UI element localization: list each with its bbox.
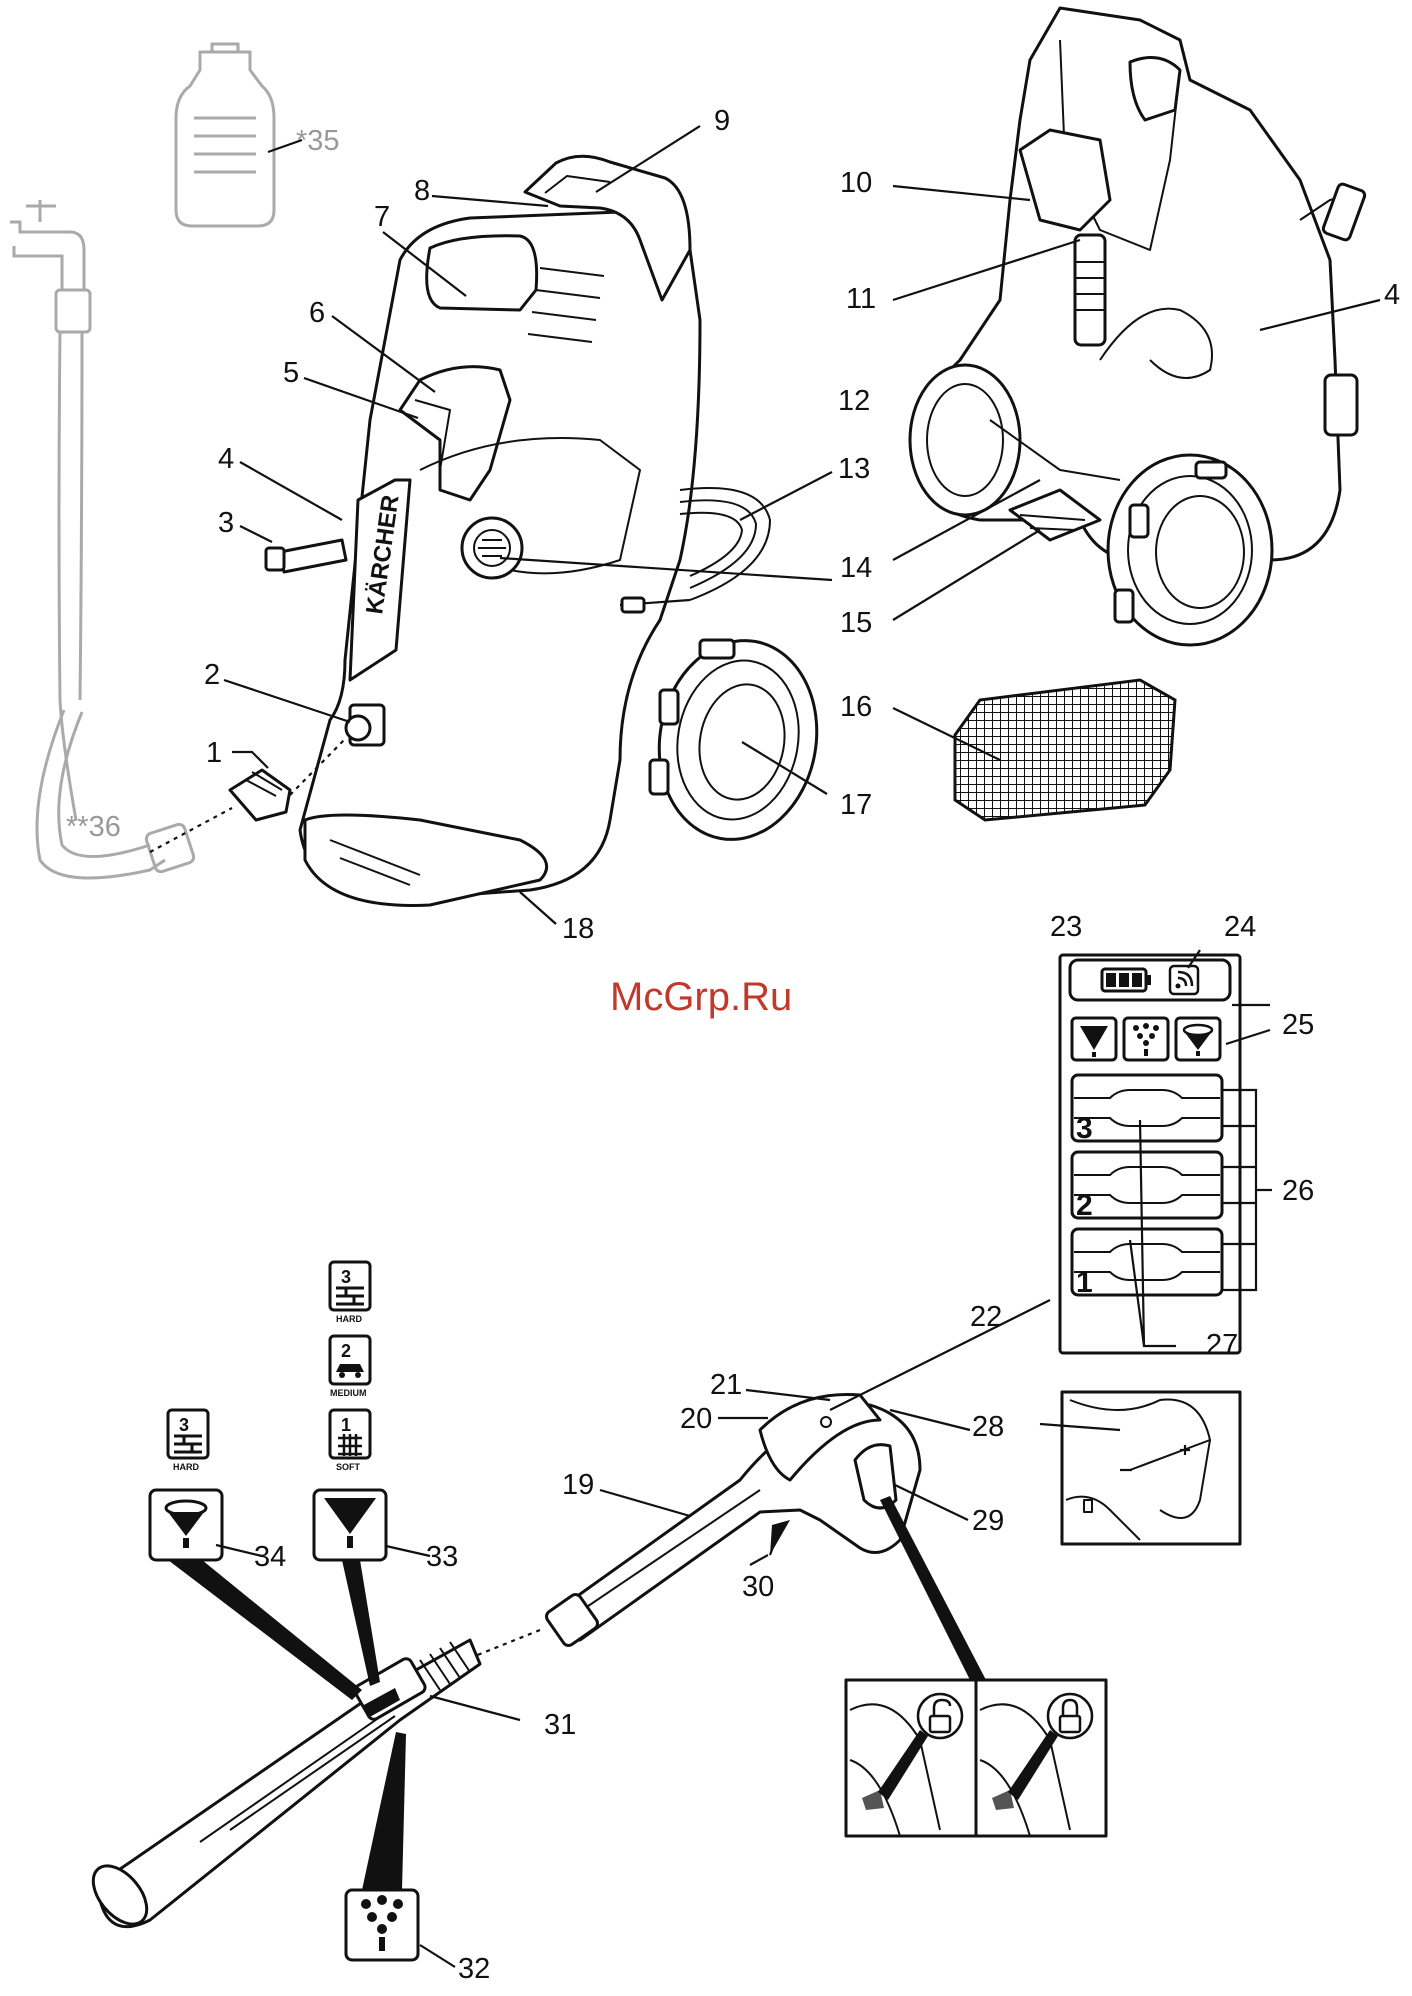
filter-mesh bbox=[955, 680, 1175, 820]
callout-26: 26 bbox=[1282, 1175, 1314, 1207]
callout-15: 15 bbox=[840, 607, 872, 639]
callout-5: 5 bbox=[283, 357, 299, 389]
jet-nozzle-icon bbox=[1072, 1018, 1116, 1060]
level-2-label: 2 bbox=[1076, 1189, 1093, 1222]
level-row-1: 1 bbox=[1072, 1229, 1222, 1299]
level-3-label: 3 bbox=[1076, 1112, 1093, 1145]
level-icon-soft-label: SOFT bbox=[336, 1462, 361, 1472]
callout-27: 27 bbox=[1206, 1329, 1238, 1361]
level-row-2: 2 bbox=[1072, 1152, 1222, 1222]
callout-25: 25 bbox=[1282, 1009, 1314, 1041]
callout-32: 32 bbox=[458, 1953, 490, 1985]
battery-icon bbox=[1102, 969, 1151, 991]
tap-icon bbox=[10, 200, 90, 332]
callout-36: **36 bbox=[66, 811, 121, 843]
rotary-nozzle-icon bbox=[1176, 1018, 1220, 1060]
spray-nozzle-icon bbox=[346, 1890, 418, 1960]
rotary-nozzle-icon bbox=[150, 1490, 222, 1560]
callout-16: 16 bbox=[840, 691, 872, 723]
callout-6: 6 bbox=[309, 297, 325, 329]
callout-34: 34 bbox=[254, 1541, 286, 1573]
trigger-detail-inset bbox=[1062, 1392, 1240, 1544]
level-icon-medium-label: MEDIUM bbox=[330, 1388, 367, 1398]
callout-19: 19 bbox=[562, 1469, 594, 1501]
pressure-washer-rear bbox=[910, 8, 1366, 645]
callout-29: 29 bbox=[972, 1505, 1004, 1537]
level-icon-hard-left-number: 3 bbox=[179, 1415, 189, 1435]
callout-13: 13 bbox=[838, 453, 870, 485]
callout-11: 11 bbox=[846, 283, 876, 315]
level-row-3: 3 bbox=[1072, 1075, 1222, 1145]
callout-21: 21 bbox=[710, 1369, 742, 1401]
level-icon-hard-top-number: 3 bbox=[341, 1267, 351, 1287]
callout-1: 1 bbox=[206, 737, 222, 769]
lock-open-icon bbox=[918, 1694, 962, 1738]
callout-2: 2 bbox=[204, 659, 220, 691]
callout-35: *35 bbox=[296, 125, 340, 157]
callout-24: 24 bbox=[1224, 911, 1256, 943]
garden-hose bbox=[37, 332, 195, 878]
level-icon-medium: 2 MEDIUM bbox=[330, 1336, 370, 1398]
callout-8: 8 bbox=[414, 175, 430, 207]
callout-20: 20 bbox=[680, 1403, 712, 1435]
callout-4-rear: 4 bbox=[1384, 279, 1400, 311]
callout-33: 33 bbox=[426, 1541, 458, 1573]
callout-14: 14 bbox=[840, 552, 872, 584]
level-icon-hard-top-label: HARD bbox=[336, 1314, 362, 1324]
level-icon-medium-number: 2 bbox=[341, 1341, 351, 1361]
callout-28: 28 bbox=[972, 1411, 1004, 1443]
callout-4-front: 4 bbox=[218, 443, 234, 475]
level-1-label: 1 bbox=[1076, 1266, 1093, 1299]
level-icon-soft-number: 1 bbox=[341, 1415, 351, 1435]
callout-17: 17 bbox=[840, 789, 872, 821]
callout-30: 30 bbox=[742, 1571, 774, 1603]
callout-3: 3 bbox=[218, 507, 234, 539]
spray-lance bbox=[83, 1640, 480, 1934]
wireless-icon bbox=[1170, 966, 1198, 994]
callout-7: 7 bbox=[374, 201, 390, 233]
level-icon-hard-top: 3 HARD bbox=[330, 1262, 370, 1324]
level-icon-hard-left-label: HARD bbox=[173, 1462, 199, 1472]
watermark: McGrp.Ru bbox=[610, 975, 792, 1019]
detergent-bottle-icon bbox=[176, 44, 274, 226]
jet-nozzle-icon bbox=[314, 1490, 386, 1560]
callout-22: 22 bbox=[970, 1301, 1002, 1333]
callout-23: 23 bbox=[1050, 911, 1082, 943]
callout-9: 9 bbox=[714, 105, 730, 137]
lock-closed-icon bbox=[1048, 1694, 1092, 1738]
callout-31: 31 bbox=[544, 1709, 576, 1741]
callout-18: 18 bbox=[562, 913, 594, 945]
callout-10: 10 bbox=[840, 167, 872, 199]
level-icon-soft: 1 SOFT bbox=[330, 1410, 370, 1472]
callout-12: 12 bbox=[838, 385, 870, 417]
level-icon-hard-left: 3 HARD bbox=[168, 1410, 208, 1472]
display-panel: 3 2 1 bbox=[1060, 955, 1272, 1353]
spray-nozzle-icon bbox=[1124, 1018, 1168, 1060]
pressure-washer-front: KÄRCHER bbox=[150, 156, 832, 905]
